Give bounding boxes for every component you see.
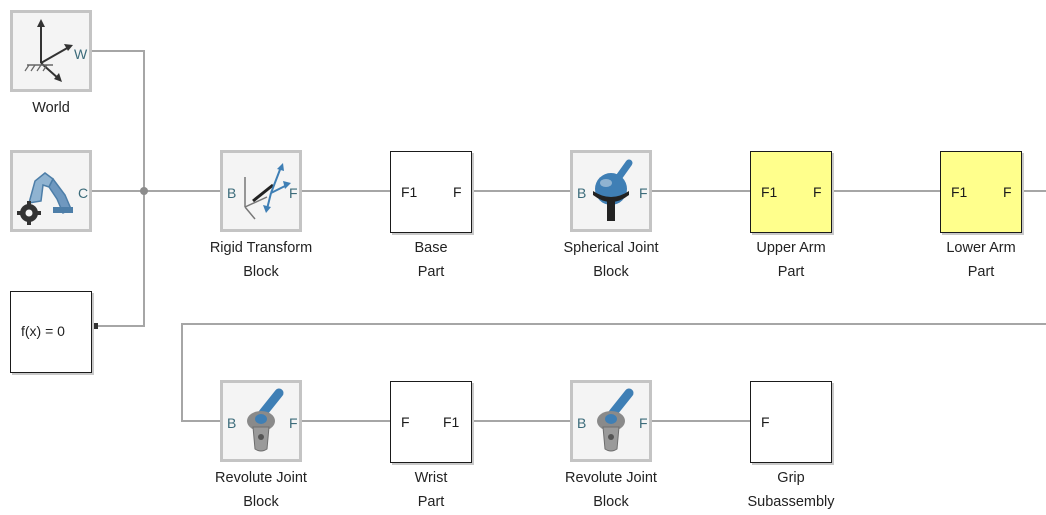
upper-arm-block[interactable]: F1 F <box>750 151 832 233</box>
world-label: World <box>0 96 141 120</box>
revolute-joint-icon-2 <box>597 388 634 452</box>
spherical-label-line2: Block <box>593 264 629 280</box>
world-port-w: W <box>74 46 88 62</box>
revolute2-label: Revolute Joint Block <box>521 466 701 514</box>
world-solver-wire[interactable] <box>92 50 145 327</box>
base-part-block[interactable]: F1 F <box>390 151 472 233</box>
mechanism-configuration-block[interactable]: C <box>10 150 92 232</box>
wrist-port-f1: F1 <box>443 414 460 430</box>
wrist-port-f: F <box>401 414 410 430</box>
lower-arm-block[interactable]: F1 F <box>940 151 1022 233</box>
revolute-joint-block-1[interactable]: B F <box>220 380 302 462</box>
revolute1-label-line1: Revolute Joint <box>215 470 307 486</box>
solver-expression: f(x) = 0 <box>21 323 65 339</box>
lower-label-line1: Lower Arm <box>946 240 1016 256</box>
rigid-transform-icon <box>244 163 291 220</box>
upper-label: Upper Arm Part <box>701 236 881 284</box>
spherical-port-f: F <box>639 185 648 201</box>
solver-configuration-block[interactable]: f(x) = 0 <box>10 291 92 373</box>
spherical-joint-block[interactable]: B F <box>570 150 652 232</box>
grip-label-line2: Subassembly <box>747 494 835 510</box>
base-port-f: F <box>453 184 462 200</box>
revolute1-label: Revolute Joint Block <box>171 466 351 514</box>
spherical-label: Spherical Joint Block <box>521 236 701 284</box>
lower-port-f: F <box>1003 184 1012 200</box>
revolute-joint-icon-1 <box>247 388 284 452</box>
revolute1-port-f: F <box>289 415 298 431</box>
rigid-port-b: B <box>227 185 237 201</box>
wrist-label-line1: Wrist <box>414 470 448 486</box>
upper-label-line2: Part <box>777 264 805 280</box>
revolute-joint-block-2[interactable]: B F <box>570 380 652 462</box>
robot-arm-icon <box>17 172 73 225</box>
spherical-joint-icon <box>593 159 633 221</box>
world-label-text: World <box>32 100 70 116</box>
rigid-port-f: F <box>289 185 298 201</box>
base-label-line2: Part <box>417 264 445 280</box>
revolute2-port-b: B <box>577 415 587 431</box>
lower-label: Lower Arm Part <box>891 236 1046 284</box>
lower-port-f1: F1 <box>951 184 968 200</box>
spherical-label-line1: Spherical Joint <box>563 240 659 256</box>
lower-label-line2: Part <box>967 264 995 280</box>
revolute1-port-b: B <box>227 415 237 431</box>
upper-port-f1: F1 <box>761 184 778 200</box>
grip-port-f: F <box>761 414 770 430</box>
upper-label-line1: Upper Arm <box>756 240 826 256</box>
rigid-transform-block[interactable]: B F <box>220 150 302 232</box>
revolute2-label-line2: Block <box>593 494 629 510</box>
grip-subassembly-block[interactable]: F <box>750 381 832 463</box>
wrist-part-block[interactable]: F F1 <box>390 381 472 463</box>
rigid-label-line2: Block <box>243 264 279 280</box>
rigid-label: Rigid Transform Block <box>171 236 351 284</box>
spherical-port-b: B <box>577 185 587 201</box>
rigid-label-line1: Rigid Transform <box>209 240 313 256</box>
wrist-label-line2: Part <box>417 494 445 510</box>
grip-label: Grip Subassembly <box>701 466 881 514</box>
revolute2-port-f: F <box>639 415 648 431</box>
base-label: Base Part <box>341 236 521 284</box>
solver-port-dot <box>93 323 98 329</box>
upper-port-f: F <box>813 184 822 200</box>
grip-label-line1: Grip <box>777 470 805 486</box>
config-port-c: C <box>78 185 89 201</box>
base-port-f1: F1 <box>401 184 418 200</box>
world-frame-block[interactable]: W <box>10 10 92 92</box>
revolute2-label-line1: Revolute Joint <box>565 470 657 486</box>
branch-junction <box>140 187 148 195</box>
world-frame-icon <box>24 19 73 82</box>
base-label-line1: Base <box>414 240 448 256</box>
revolute1-label-line2: Block <box>243 494 279 510</box>
wrist-label: Wrist Part <box>341 466 521 514</box>
